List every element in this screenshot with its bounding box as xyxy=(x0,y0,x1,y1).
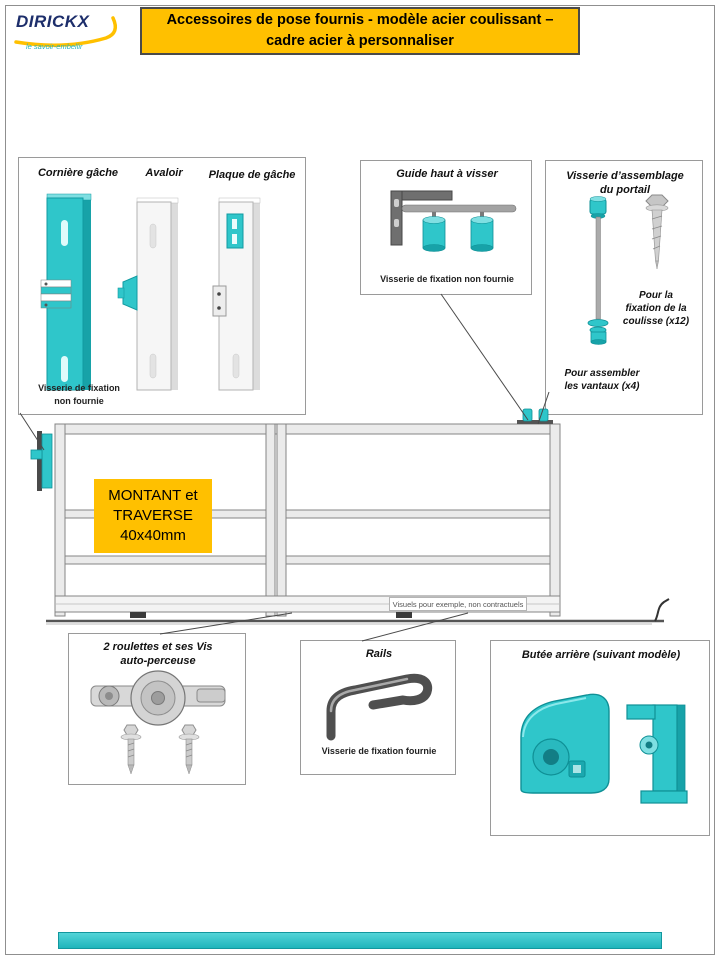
title-line-1: Accessoires de pose fournis - modèle aci… xyxy=(166,11,554,28)
gate-roller-mark-right xyxy=(396,612,412,618)
vantaux-bolts-note: Pour assembler les vantaux (x4) xyxy=(564,368,640,392)
callout-latch-parts: Cornière gâche Avaloir Plaque de gâche V… xyxy=(18,157,306,415)
hardware-illustration xyxy=(587,194,669,345)
frame-size-line-2: TRAVERSE xyxy=(113,506,193,524)
gate-roller-mark-left xyxy=(130,612,146,618)
label-plaque-de-gache: Plaque de gâche xyxy=(208,169,296,181)
label-avaloir: Avaloir xyxy=(145,167,183,179)
rollers-illustration xyxy=(90,670,226,775)
title-banner: Accessoires de pose fournis - modèle aci… xyxy=(140,7,580,55)
bottom-rail-bar xyxy=(58,932,662,949)
brand-name: DIRICKX xyxy=(16,12,90,31)
brand-tagline: le savoir-embellir xyxy=(26,42,83,51)
rail-fixing-note: Visserie de fixation fournie xyxy=(321,746,437,756)
label-visserie-assemblage: Visserie d’assemblage du portail xyxy=(566,170,684,197)
callout-assembly-hardware: Visserie d’assemblage du portail Pour la… xyxy=(545,160,703,415)
rear-stop-illustration xyxy=(520,693,688,804)
self-drilling-screws xyxy=(120,724,200,775)
label-butee-arriere: Butée arrière (suivant modèle) xyxy=(521,649,681,661)
label-guide-haut: Guide haut à visser xyxy=(396,168,498,180)
callout-rear-stop: Butée arrière (suivant modèle) xyxy=(490,640,710,836)
brand-logo: DIRICKX le savoir-embellir xyxy=(10,6,130,56)
coulisse-screws-note: Pour la fixation de la coulisse (x12) xyxy=(622,290,690,327)
rail-profile-illustration xyxy=(326,673,433,741)
label-corniere-gache: Cornière gâche xyxy=(37,167,119,179)
disclaimer-note: Visuels pour exemple, non contractuels xyxy=(389,597,527,611)
rear-stop-hook-icon xyxy=(654,598,670,622)
gate-latch-part xyxy=(30,431,53,491)
callout-rollers: 2 roulettes et ses Vis auto-perceuse xyxy=(68,633,246,785)
callout-rails: Rails Visserie de fixation fournie xyxy=(300,640,456,775)
label-roulettes: 2 roulettes et ses Vis auto-perceuse xyxy=(103,641,213,668)
frame-size-line-3: 40x40mm xyxy=(120,527,186,545)
latch-fixing-note: Visserie de fixation non fournie xyxy=(38,383,120,406)
top-guide-illustration xyxy=(390,190,517,252)
latch-posts-illustration xyxy=(40,193,261,391)
logo-swoosh-icon xyxy=(14,16,118,47)
title-line-2: cadre acier à personnaliser xyxy=(266,33,454,49)
frame-size-tag: MONTANT et TRAVERSE 40x40mm xyxy=(94,479,212,553)
label-rails: Rails xyxy=(365,648,393,660)
guide-fixing-note: Visserie de fixation non fournie xyxy=(380,274,514,284)
frame-size-line-1: MONTANT et xyxy=(108,486,198,504)
gate-top-guide-part xyxy=(517,408,553,424)
callout-top-guide: Guide haut à visser Visserie de fixation… xyxy=(360,160,532,295)
